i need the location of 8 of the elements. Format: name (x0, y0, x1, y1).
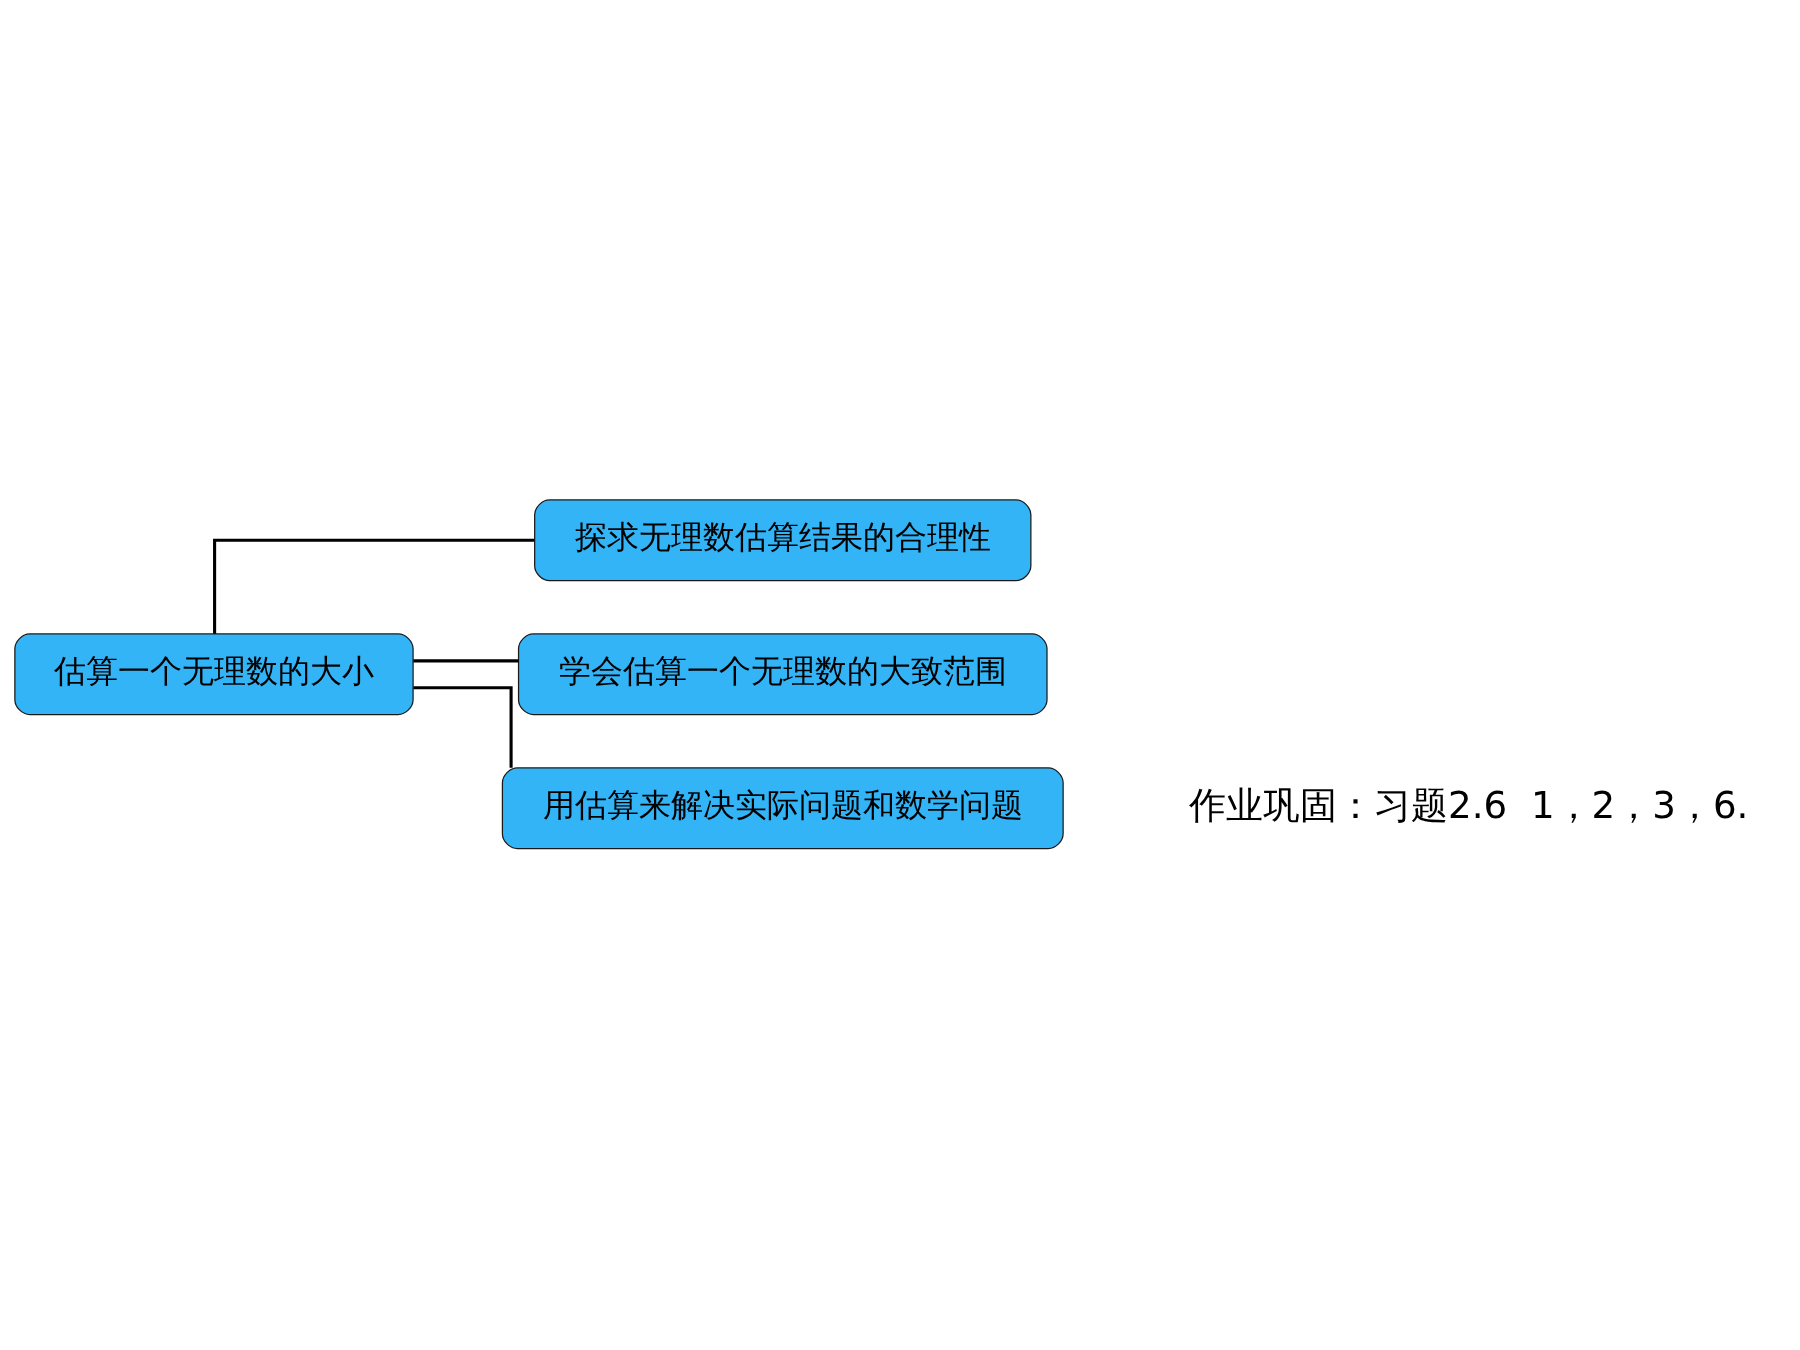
connector (413, 658, 519, 662)
node-box: 学会估算一个无理数的大致范围 (517, 632, 1048, 715)
connector (213, 538, 535, 634)
connector (413, 685, 513, 768)
node-box: 估算一个无理数的大小 (14, 632, 414, 715)
label: 作业巩固：习题2.6 1，2，3，6. (1189, 782, 1749, 827)
node-box: 用估算来解决实际问题和数学问题 (501, 766, 1064, 849)
node-box: 探求无理数估算结果的合理性 (534, 498, 1032, 581)
